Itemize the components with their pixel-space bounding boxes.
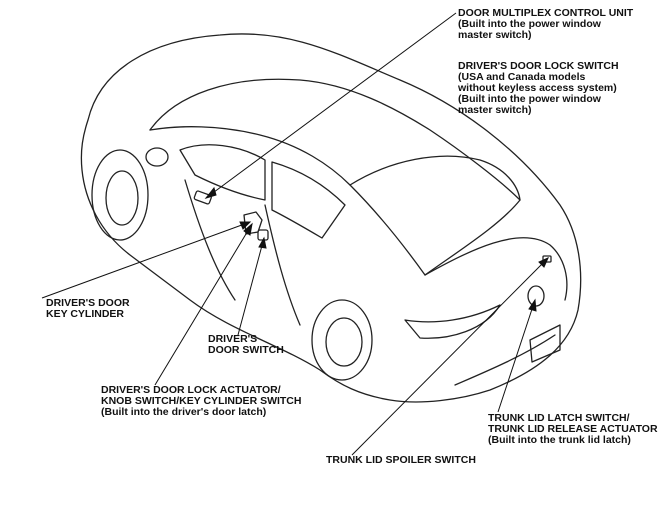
car-side-window-rear: [271, 161, 346, 239]
car-roof: [149, 78, 521, 201]
label-drivers-door-lock-actuator: DRIVER'S DOOR LOCK ACTUATOR/ KNOB SWITCH…: [101, 384, 302, 418]
leader-door-multiplex: [205, 12, 457, 199]
car-side-window-front: [179, 144, 266, 201]
rear-wheel: [311, 299, 373, 381]
trunk-latch-marker: [527, 285, 545, 307]
car-reflector: [529, 324, 561, 363]
car-body-outline: [80, 33, 582, 403]
multiplex-unit-marker: [193, 190, 212, 205]
car-trunk-lid: [424, 237, 568, 301]
leader-door-multiplex-arrow: [204, 186, 217, 199]
car-tail-light: [404, 304, 501, 339]
leader-trunk-latch-arrow: [528, 298, 537, 312]
front-wheel-hub: [105, 170, 139, 226]
trunk-spoiler-switch-marker: [542, 255, 552, 263]
car-illustration: [80, 33, 582, 403]
leader-lock-actuator-arrow: [243, 222, 253, 236]
leader-lines: [41, 12, 549, 456]
car-rear-bumper: [454, 334, 556, 386]
car-windshield: [149, 126, 351, 186]
leader-trunk-spoiler-arrow: [538, 257, 549, 268]
car-rear-window: [349, 155, 521, 276]
leader-trunk-latch: [497, 299, 536, 413]
front-wheel: [91, 149, 149, 241]
label-door-multiplex-control-unit: DOOR MULTIPLEX CONTROL UNIT (Built into …: [458, 7, 634, 41]
door-switch-marker: [257, 229, 269, 241]
leader-key-cylinder: [41, 221, 251, 299]
label-drivers-door-switch: DRIVER'S DOOR SWITCH: [208, 333, 284, 356]
label-trunk-lid-latch-switch: TRUNK LID LATCH SWITCH/ TRUNK LID RELEAS…: [488, 412, 658, 446]
label-drivers-door-key-cylinder: DRIVER'S DOOR KEY CYLINDER: [46, 297, 130, 320]
label-drivers-door-lock-switch: DRIVER'S DOOR LOCK SWITCH (USA and Canad…: [458, 60, 619, 116]
label-trunk-lid-spoiler-switch: TRUNK LID SPOILER SWITCH: [326, 454, 476, 466]
leader-door-switch-arrow: [258, 236, 267, 249]
car-mirror: [145, 147, 169, 167]
leader-key-cylinder-arrow: [239, 221, 252, 230]
car-door-line: [184, 179, 301, 326]
leader-trunk-spoiler: [351, 257, 549, 456]
leader-lock-actuator: [154, 223, 253, 386]
leader-door-switch: [237, 237, 265, 336]
rear-wheel-hub: [325, 317, 363, 367]
